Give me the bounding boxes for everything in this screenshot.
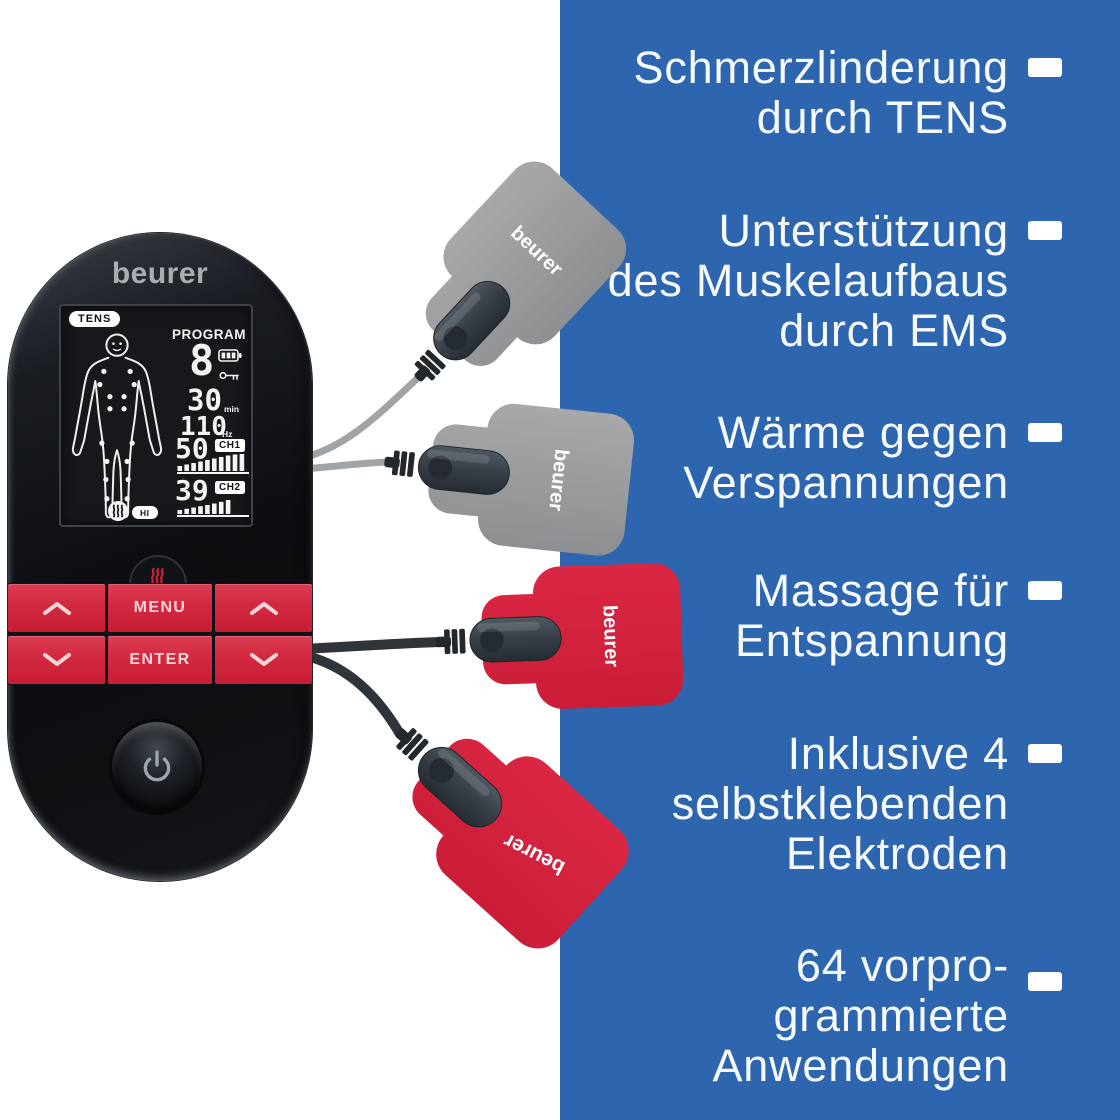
chevron-down-icon [42,653,71,666]
device-lcd-screen: TENS PROGR [59,304,253,527]
enter-button[interactable]: ENTER [108,636,212,684]
chevron-up-icon [249,602,278,615]
electrode-pad-red-1: beurer [432,561,685,714]
frequency-value: 110 [180,412,227,442]
cable-dark-2 [297,650,405,739]
channel2-intensity-bars-icon [177,500,249,517]
program-value: 8 [189,336,215,385]
program-label: PROGRAM [172,327,246,342]
channel1-intensity-value: 50 [175,432,209,465]
chevron-up-icon [42,602,71,615]
pad-brand-label: beurer [598,605,622,668]
electrode-pad-gray-2: beurer [376,390,638,559]
channel2-down-button[interactable] [215,636,312,684]
power-button[interactable] [112,722,202,812]
device-brand-logo: beurer [111,257,209,290]
heat-waves-icon [108,501,128,521]
cable-dark-1 [297,637,446,654]
frequency-unit: Hz [222,429,233,439]
menu-button-label: MENU [133,599,187,616]
cable-gray-2 [298,458,392,473]
body-figure-icon [71,333,163,519]
feature-panel-background [560,0,1120,1120]
enter-button-label: ENTER [129,651,191,668]
mode-badge: TENS [69,311,121,327]
channel2-intensity-value: 39 [175,474,209,507]
duration-unit: min [224,404,240,414]
channel1-up-button[interactable] [8,584,105,632]
tens-ems-device: beurer TENS [8,233,312,881]
battery-icon [218,349,242,362]
heat-button[interactable] [129,555,187,585]
menu-button[interactable]: MENU [108,584,212,632]
channel1-badge: CH1 [215,439,245,452]
power-icon [143,750,171,782]
channel2-up-button[interactable] [215,584,312,632]
channel1-intensity-bars-icon [177,454,249,474]
channel2-badge: CH2 [215,481,245,494]
device-keypad: MENU ENTER [8,583,312,685]
cable-gray-1 [298,372,424,462]
flame-icon [150,567,164,585]
duration-value: 30 [187,383,222,417]
channel1-down-button[interactable] [8,636,105,684]
electrode-pad-red-2: beurer [346,674,641,961]
heat-level-badge: HI [132,506,158,519]
electrode-pad-gray-1: beurer [364,149,638,429]
key-lock-icon [219,371,239,380]
chevron-down-icon [249,653,278,666]
